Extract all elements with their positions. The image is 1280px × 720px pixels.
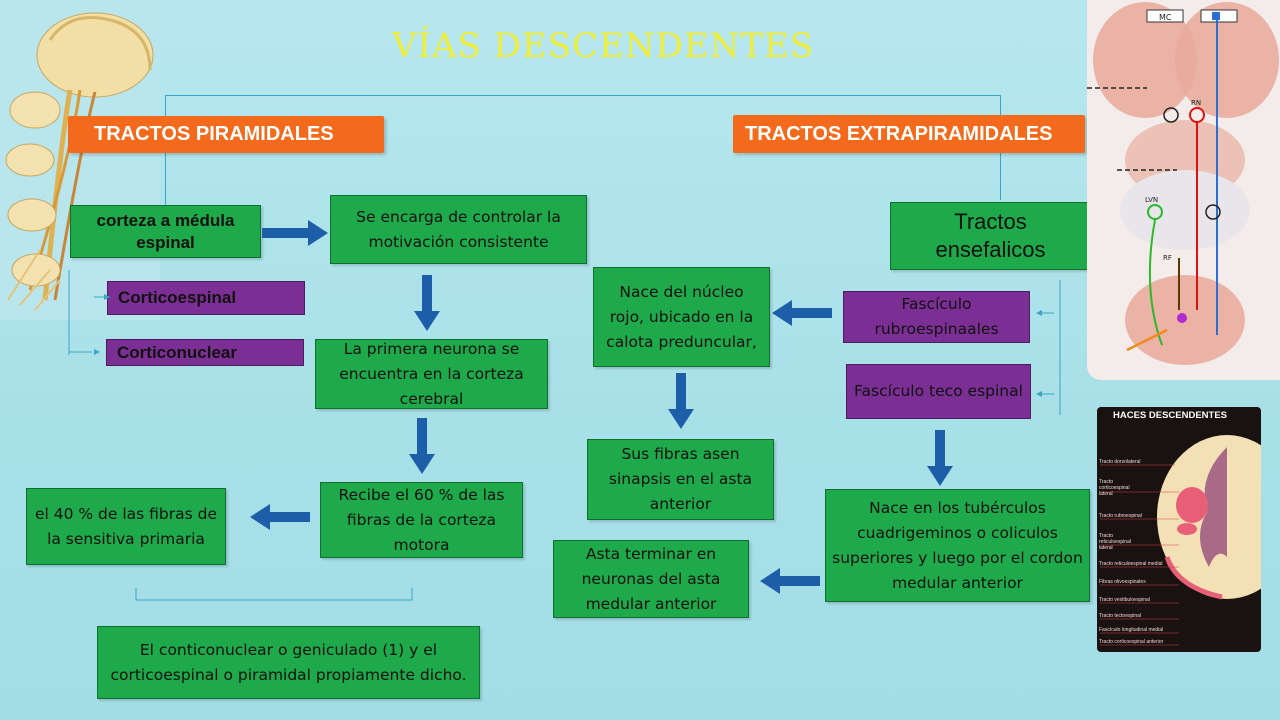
- page-title: VÍAS DESCENDENTES: [392, 26, 815, 66]
- arrow-down-icon: [668, 373, 694, 429]
- spinal-label: Tracto reticuloespinal medial: [1099, 561, 1163, 567]
- label-rn: RN: [1191, 99, 1201, 107]
- box-conticonuclear-definicion: El conticonuclear o geniculado (1) y el …: [97, 626, 480, 699]
- header-tractos-extrapiramidales: TRACTOS EXTRAPIRAMIDALES: [733, 115, 1085, 153]
- spinal-label: Tracto tectoespinal: [1099, 613, 1142, 619]
- box-sus-fibras-sinapsis: Sus fibras asen sinapsis en el asta ante…: [587, 439, 774, 520]
- spinal-label: Tracto corticoespinal lateral: [1099, 479, 1130, 497]
- box-asta-terminar: Asta terminar en neuronas del asta medul…: [553, 540, 749, 618]
- header-right-label: TRACTOS EXTRAPIRAMIDALES: [745, 122, 1053, 145]
- spinal-cord-diagram: HACES DESCENDENTES Tracto dorsolateral T…: [1097, 407, 1261, 652]
- header-left-label: TRACTOS PIRAMIDALES: [94, 123, 334, 145]
- spinal-diagram-title: HACES DESCENDENTES: [1113, 410, 1228, 421]
- spinal-label: Tracto dorsolateral: [1099, 459, 1141, 465]
- spinal-label: Tracto corticoespinal anterior: [1099, 639, 1164, 645]
- spinal-label: Tracto reticuloespinal lateral: [1099, 533, 1131, 551]
- box-fasciculo-teco-espinal: Fascículo teco espinal: [846, 364, 1031, 419]
- spinal-label: Fibras olivoespinales: [1099, 579, 1146, 585]
- box-corteza-medula: corteza a médula espinal: [70, 205, 261, 258]
- arrow-right-icon: [262, 220, 328, 246]
- arrow-down-icon: [409, 418, 435, 474]
- arrow-down-icon: [927, 430, 953, 486]
- box-controlar-motivacion: Se encarga de controlar la motivación co…: [330, 195, 587, 264]
- label-rf: RF: [1163, 254, 1172, 262]
- box-corticonuclear: Corticonuclear: [106, 339, 304, 366]
- top-connector-line: [165, 95, 1001, 96]
- box-nace-tuberculos: Nace en los tubérculos cuadrigeminos o c…: [825, 489, 1090, 602]
- spinal-label: Tracto rubroespinal: [1099, 513, 1142, 519]
- box-fasciculo-rubroespinal: Fascículo rubroespinaales: [843, 291, 1030, 343]
- box-primera-neurona: La primera neurona se encuentra en la co…: [315, 339, 548, 409]
- arrow-left-icon: [760, 568, 820, 594]
- box-nace-nucleo-rojo: Nace del núcleo rojo, ubicado en la calo…: [593, 267, 770, 367]
- neural-pathway-illustration: [0, 0, 160, 320]
- tractos-ensefalicos-label: Tractos ensefalicos: [935, 209, 1046, 262]
- box-corticoespinal: Corticoespinal: [107, 281, 305, 315]
- arrow-left-icon: [250, 504, 310, 530]
- spinal-label: Fascículo longitudinal medial: [1099, 627, 1164, 633]
- arrow-left-icon: [772, 300, 832, 326]
- label-mc: MC: [1159, 13, 1172, 22]
- spinal-label: Tracto vestibuloespinal: [1099, 597, 1150, 603]
- arrow-down-icon: [414, 275, 440, 331]
- right-connector-arrows: [1036, 280, 1061, 415]
- left-connector-arrows: [68, 270, 110, 355]
- bottom-bracket: [135, 588, 413, 601]
- box-tractos-ensefalicos: Tractos ensefalicos: [890, 202, 1091, 270]
- box-recibe-60: Recibe el 60 % de las fibras de la corte…: [320, 482, 523, 558]
- box-cuarenta-por-ciento: el 40 % de las fibras de la sensitiva pr…: [26, 488, 226, 565]
- label-lvn: LVN: [1145, 196, 1158, 204]
- header-tractos-piramidales: TRACTOS PIRAMIDALES: [68, 116, 384, 153]
- brain-section-image: MC RN LVN RF: [1087, 0, 1280, 380]
